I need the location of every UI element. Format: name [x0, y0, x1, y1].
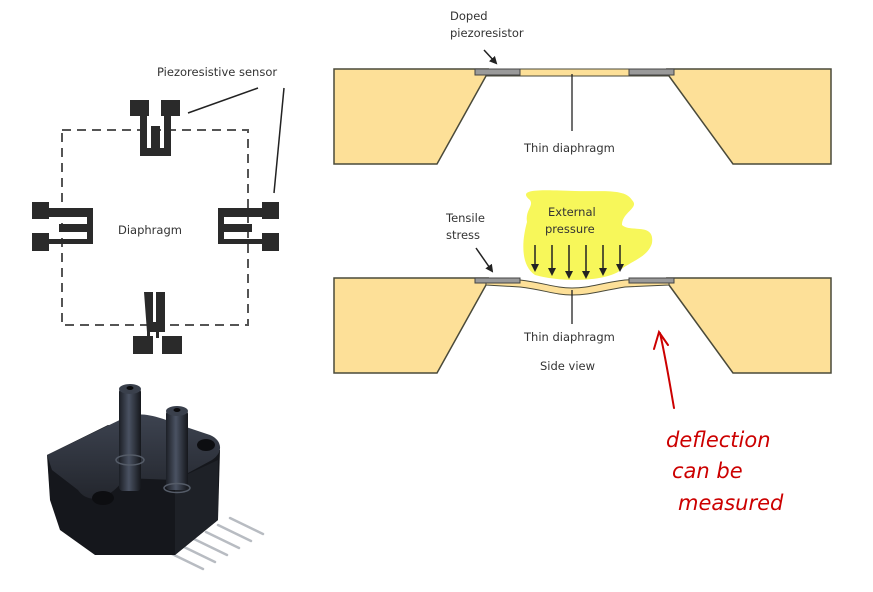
top-view-diagram: Diaphragm Piezoresistive sensor — [32, 65, 285, 354]
pressure-port-2 — [163, 406, 191, 494]
tensile-label: Tensile — [445, 211, 485, 225]
substrate-left — [333, 68, 489, 165]
doped-piezoresistor-right — [628, 68, 675, 76]
deflected-diaphragm — [485, 277, 670, 296]
annotation-line-3: measured — [678, 491, 784, 515]
thin-diaphragm-label-loaded: Thin diaphragm — [523, 330, 615, 344]
stress-label: stress — [446, 228, 480, 242]
doped-piezoresistor-left — [474, 68, 521, 76]
stressed-piezoresistor-right — [628, 277, 675, 284]
leader-line — [273, 87, 285, 194]
pressure-port-1 — [115, 384, 145, 491]
piezoresistor-sensor-right — [218, 202, 279, 251]
mounting-hole — [197, 439, 215, 451]
sensor-pins — [168, 516, 265, 571]
annotation-line-1: deflection — [666, 428, 771, 452]
piezoresistor-sensor-bottom — [133, 292, 182, 354]
cross-section-loaded: External pressure Tensile stress Thin di… — [333, 190, 832, 374]
thin-diaphragm-label: Thin diaphragm — [523, 141, 615, 155]
piezoresistor-sensor-top — [130, 100, 180, 156]
leader-line — [187, 87, 259, 114]
substrate-left-loaded — [333, 277, 489, 374]
pressure-label: pressure — [545, 222, 595, 236]
piezoresistor-label: piezoresistor — [450, 26, 524, 40]
tensile-stress-arrow — [475, 247, 494, 273]
piezoresistor-sensor-left — [32, 202, 93, 251]
pressure-sensor-photo — [47, 384, 265, 571]
cross-section-rest: Doped piezoresistor Thin diaphragm — [333, 9, 832, 165]
external-label: External — [548, 205, 596, 219]
pressure-arrows — [531, 245, 624, 279]
resistor-pointer-arrow — [483, 49, 498, 65]
substrate-right-loaded — [666, 277, 832, 374]
annotation-arrow — [653, 329, 675, 409]
mounting-hole — [92, 491, 114, 505]
doped-label: Doped — [450, 9, 488, 23]
side-view-label: Side view — [540, 359, 595, 373]
piezoresistive-sensor-label: Piezoresistive sensor — [157, 65, 277, 79]
annotation-line-2: can be — [672, 459, 743, 483]
stressed-piezoresistor-left — [474, 277, 521, 284]
diaphragm-label: Diaphragm — [118, 223, 182, 237]
substrate-right — [666, 68, 832, 165]
handwritten-annotation: deflection can be measured — [653, 329, 784, 515]
